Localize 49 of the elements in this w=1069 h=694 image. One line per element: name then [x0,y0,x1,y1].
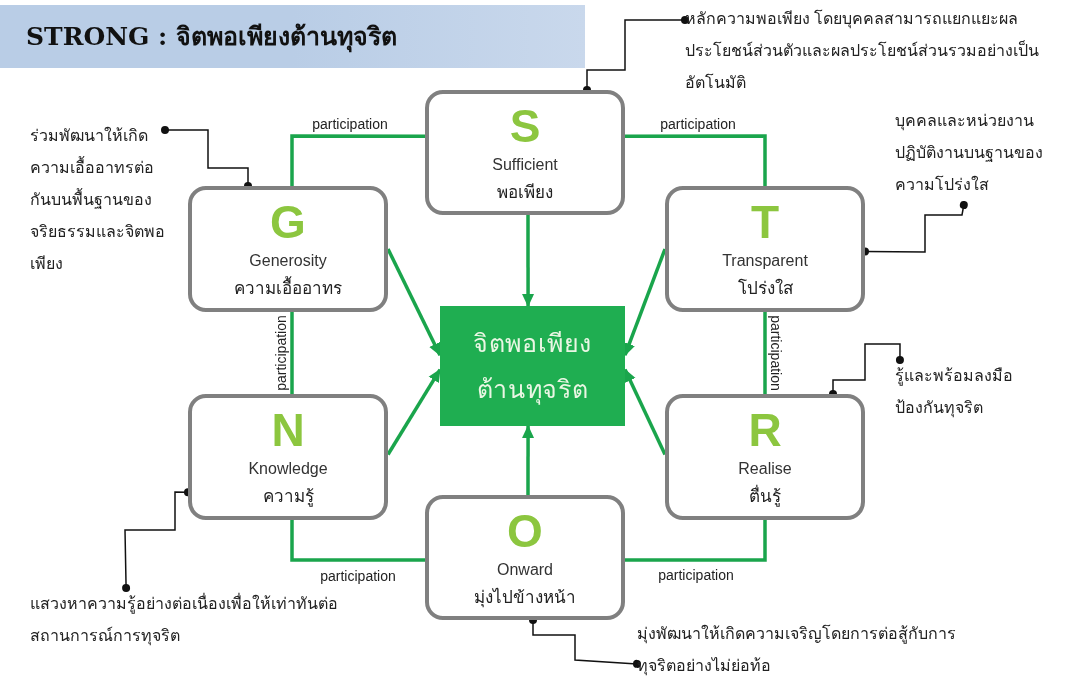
connector-line [763,312,767,394]
center-text: จิตพอเพียงต้านทุจริต [472,328,593,407]
concept-box [425,90,625,215]
concept-box [665,186,865,312]
note-text: รู้และพร้อมลงมือป้องกันทุจริต [895,366,1014,420]
concept-box [188,394,388,520]
thai-term: พอเพียง [497,182,553,204]
note-text: ร่วมพัฒนาให้เกิดความเอื้ออาทรต่อกันบนพื้นฐานของจริยธรรมและจิตพอเพียง [30,125,165,274]
english-term: Sufficient [492,155,558,175]
note-text: มุ่งพัฒนาให้เกิดความเจริญโดยการต่อสู้กับการทุจริตอย่างไม่ย่อท้อ [637,623,957,678]
connector-line [290,312,294,394]
concept-box [425,495,625,620]
arrow [386,368,442,456]
edge-label: participation [658,116,738,132]
english-term: Onward [497,560,553,580]
connector-line [625,134,767,186]
arrow [522,215,535,307]
thai-term: ความเอื้ออาทร [234,276,342,302]
concept-box [188,186,388,312]
center-box [440,306,625,426]
thai-term: ความรู้ [262,486,314,509]
note-text: แสวงหาความรู้อย่างต่อเนื่องเพื่อให้เท่าทันต่อสถานการณ์การทุจริต [30,592,339,648]
english-term: Generosity [249,251,327,271]
arrow [386,248,442,357]
letter-heading: S [509,102,541,150]
edge-label: participation [768,313,784,393]
english-term: Realise [738,459,792,479]
english-term: Transparent [722,251,808,271]
edge-label: participation [656,567,736,583]
letter-heading: N [271,406,305,454]
thai-term: โปร่งใส [737,277,793,300]
thai-term: มุ่งไปข้างหน้า [474,586,576,610]
english-term: Knowledge [248,459,328,479]
letter-heading: O [507,507,543,555]
letter-heading: R [748,406,782,454]
title-banner: STRONG : จิตพอเพียงต้านทุจริต [0,5,585,68]
letter-heading: T [750,198,780,246]
edge-label: participation [318,568,398,584]
concept-box [665,394,865,520]
connector-line [625,520,767,562]
letter-heading: G [270,198,306,246]
thai-term: ตื่นรู้ [749,484,781,510]
connector-line [290,134,425,186]
connector-line [290,520,425,562]
edge-label: participation [273,313,289,393]
note-text: หลักความพอเพียง โดยบุคคลสามารถแยกแยะผลประโยชน์ส่วนตัวและผลประโยชน์ส่วนรวมอย่างเป็นอัตโนมัติ [685,8,1040,93]
note-text: บุคคลและหน่วยงานปฏิบัติงานบนฐานของความโปร่งใส [895,111,1044,195]
arrow [522,425,535,495]
edge-label: participation [310,116,390,132]
